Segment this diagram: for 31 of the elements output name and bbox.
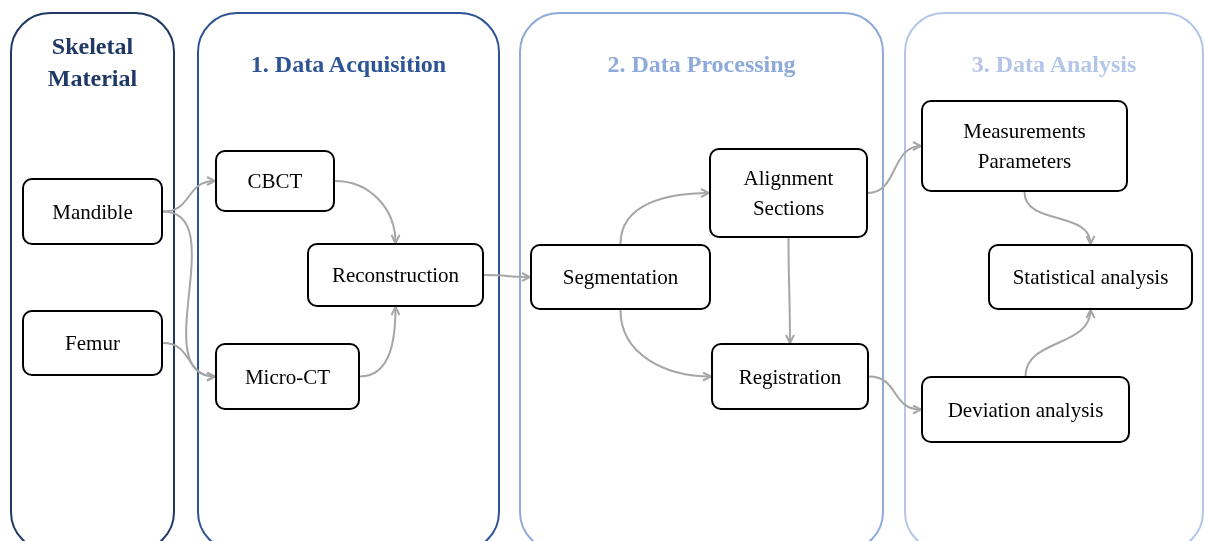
process-box: CBCT — [215, 150, 335, 212]
arrow — [619, 188, 710, 245]
process-box: Alignment Sections — [709, 148, 868, 238]
stage-panel — [197, 12, 500, 541]
process-box: Statistical analysis — [988, 244, 1193, 310]
arrow — [868, 375, 922, 414]
process-box: Measurements Parameters — [921, 100, 1128, 192]
arrow — [785, 237, 795, 344]
arrow — [867, 142, 922, 194]
process-box: Reconstruction — [307, 243, 484, 307]
stage-panel — [519, 12, 884, 541]
panel-heading: Skeletal Material — [46, 32, 139, 93]
process-box: Micro-CT — [215, 343, 360, 410]
arrow — [162, 342, 216, 381]
process-box: Registration — [711, 343, 869, 410]
process-box: Segmentation — [530, 244, 711, 310]
arrow — [334, 180, 400, 244]
stage-panel — [10, 12, 175, 541]
process-box: Femur — [22, 310, 163, 376]
arrow — [483, 271, 531, 282]
arrow — [359, 306, 401, 378]
arrow — [162, 176, 216, 213]
stage-panel — [904, 12, 1204, 541]
panel-heading: 3. Data Analysis — [970, 50, 1138, 79]
panel-heading: 2. Data Processing — [606, 50, 797, 79]
process-box: Mandible — [22, 178, 163, 245]
arrow — [1023, 191, 1095, 245]
arrow — [619, 309, 712, 382]
panel-heading: 1. Data Acquisition — [249, 50, 448, 79]
process-box: Deviation analysis — [921, 376, 1130, 443]
arrow — [1024, 309, 1095, 377]
